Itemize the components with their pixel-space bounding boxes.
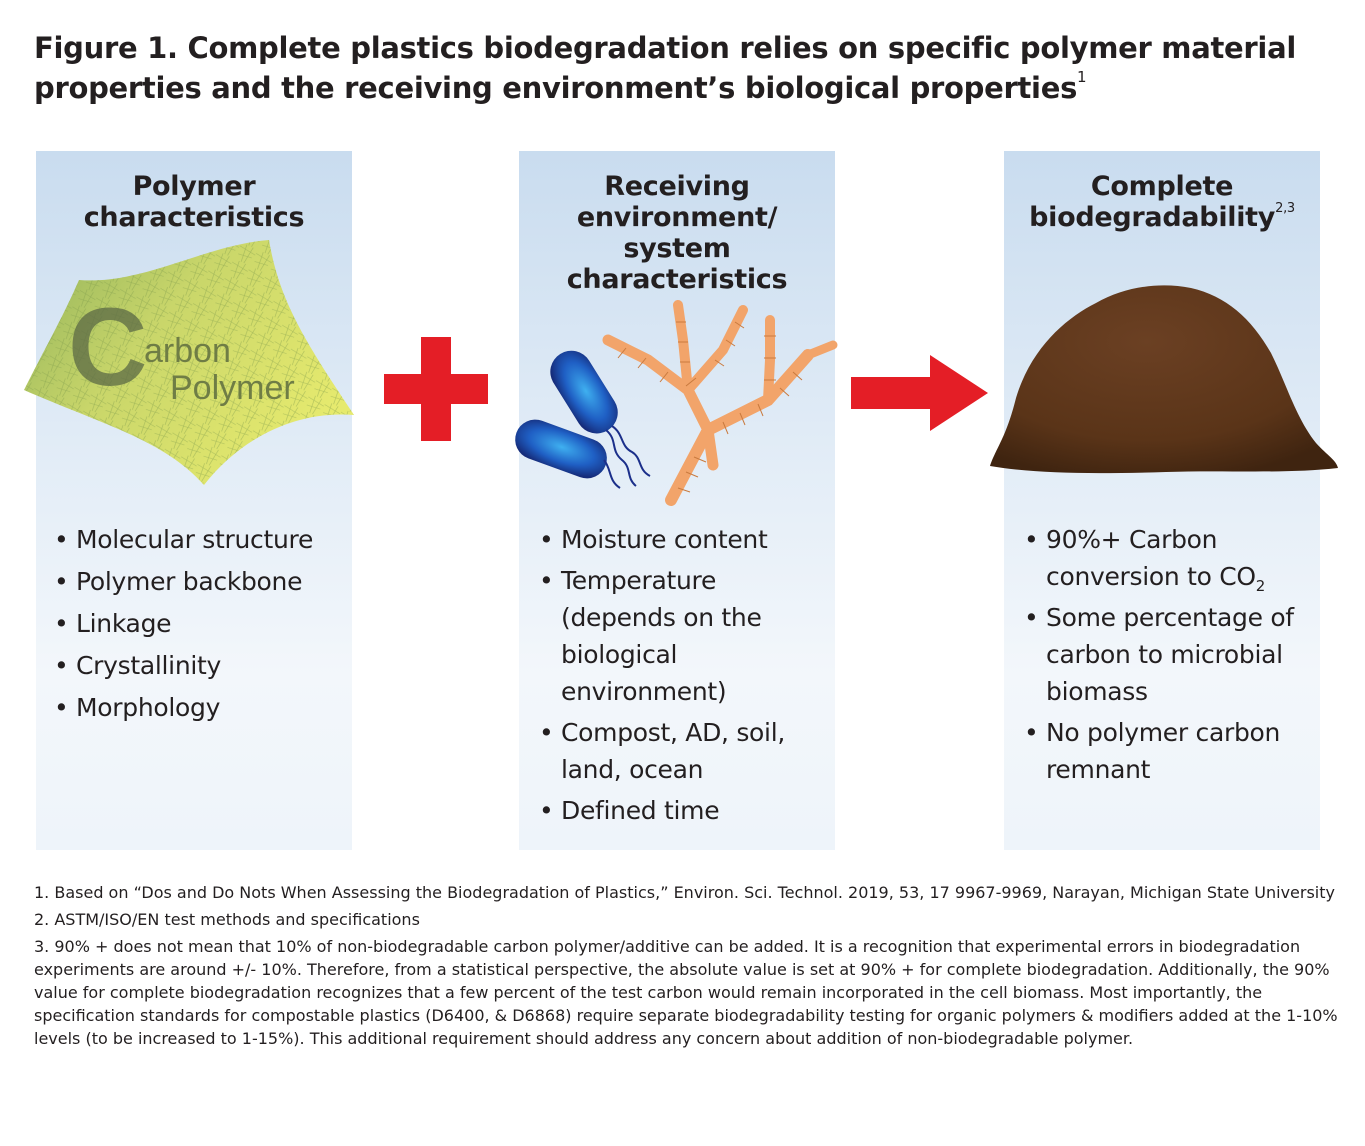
footnotes: 1. Based on “Dos and Do Nots When Assess… [34,881,1339,1054]
figure-title: Figure 1. Complete plastics biodegradati… [34,28,1344,108]
list-item: Linkage [54,605,354,642]
title-footnote-ref: 1 [1077,68,1087,86]
footnote-2: 2. ASTM/ISO/EN test methods and specific… [34,910,420,929]
panel-title-text: Complete biodegradability [1029,171,1276,233]
figure-title-text: Figure 1. Complete plastics biodegradati… [34,31,1296,105]
list-item: Polymer backbone [54,563,354,600]
footnote-3: 3. 90% + does not mean that 10% of non-b… [34,937,1338,1048]
list-item: Crystallinity [54,647,354,684]
list-item: Temperature (depends on the biological e… [539,562,829,710]
list-item: Morphology [54,689,354,726]
carbon-polymer-sheet-icon: C arbon Polymer [24,240,354,485]
title-footnote-ref: 2,3 [1275,201,1295,216]
panel-title-biodegradability: Complete biodegradability2,3 [1004,171,1320,233]
biodegradability-criteria-list: 90%+ Carbon conversion to CO2 Some perce… [1024,521,1324,792]
plus-icon [384,337,488,441]
list-item-text: 90%+ Carbon conversion to CO [1046,525,1256,591]
polymer-text: Polymer [170,369,295,407]
list-item: Compost, AD, soil, land, ocean [539,714,829,788]
list-item: 90%+ Carbon conversion to CO2 [1024,521,1324,595]
list-item: Defined time [539,792,829,829]
environment-characteristics-list: Moisture content Temperature (depends on… [539,521,829,833]
carbon-text: arbon [144,332,231,370]
arrow-right-icon [851,355,988,431]
footnote-1: 1. Based on “Dos and Do Nots When Assess… [34,883,1335,902]
list-item: No polymer carbon remnant [1024,714,1324,788]
list-item: Moisture content [539,521,829,558]
panel-title-environment: Receiving environment/ system characteri… [566,171,788,295]
list-item: Some percentage of carbon to microbial b… [1024,599,1324,710]
panel-title-polymer: Polymer characteristics [83,171,305,233]
microorganisms-icon [515,300,838,506]
polymer-characteristics-list: Molecular structure Polymer backbone Lin… [54,521,354,731]
carbon-letter: C [68,286,147,409]
list-item: Molecular structure [54,521,354,558]
soil-mound-icon [990,285,1338,474]
co2-subscript: 2 [1255,577,1266,595]
